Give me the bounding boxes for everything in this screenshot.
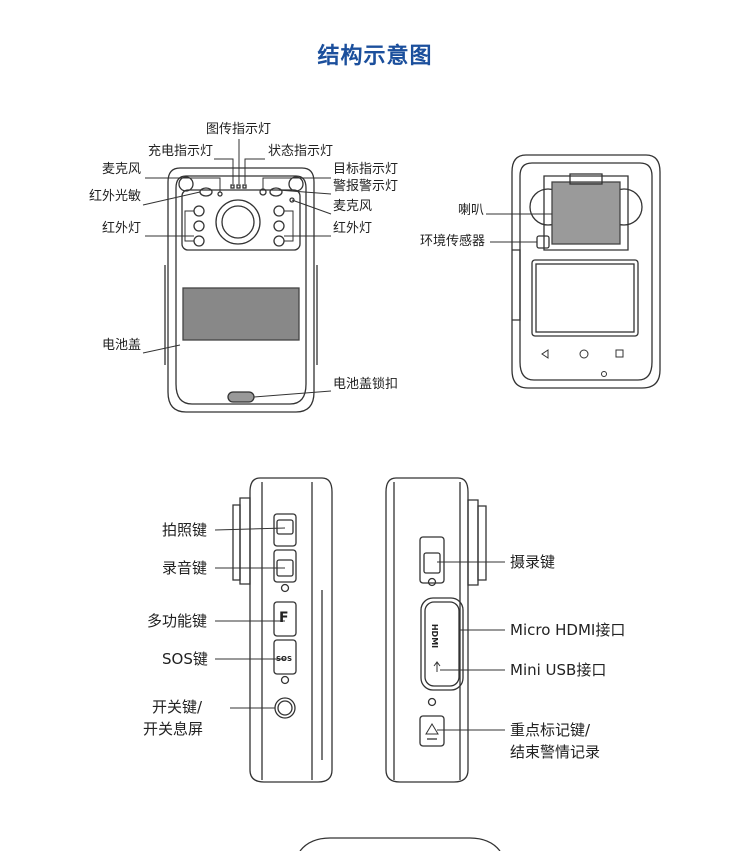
label-target-led: 目标指示灯 — [333, 162, 399, 177]
usb-icon — [433, 661, 441, 672]
partial-device-bottom — [299, 837, 501, 851]
label-env-sensor: 环境传感器 — [420, 234, 486, 249]
lens-icon — [215, 199, 261, 245]
label-multi-key: 多功能键 — [147, 612, 208, 630]
speaker-icon — [551, 181, 621, 245]
right-side-device — [385, 477, 505, 783]
sos-button-mark: SOS — [276, 655, 293, 663]
front-view-device — [142, 139, 332, 413]
label-ir-led-right: 红外灯 — [333, 221, 373, 236]
label-speaker: 喇叭 — [458, 203, 485, 218]
label-power-screen: 开关息屏 — [143, 720, 204, 738]
label-audio-key: 录音键 — [162, 559, 208, 577]
label-alarm-led: 警报警示灯 — [333, 179, 399, 194]
label-usb-port: Mini USB接口 — [510, 661, 607, 679]
label-hdmi-port: Micro HDMI接口 — [510, 621, 626, 639]
label-image-tx-led: 图传指示灯 — [206, 122, 272, 137]
label-power-key: 开关键/ — [152, 698, 203, 716]
hdmi-port-mark: HDMI — [430, 623, 440, 649]
label-mic-right: 麦克风 — [333, 199, 373, 214]
label-status-led: 状态指示灯 — [268, 144, 334, 159]
label-mark-key: 重点标记键/ — [510, 721, 591, 739]
label-ir-led-left: 红外灯 — [102, 221, 142, 236]
label-ir-sensor: 红外光敏 — [89, 189, 142, 204]
label-photo-key: 拍照键 — [162, 521, 208, 539]
label-record-key: 摄录键 — [510, 553, 556, 571]
label-battery-cover: 电池盖 — [102, 338, 142, 353]
label-sos-key: SOS键 — [162, 650, 208, 668]
left-side-device — [214, 477, 333, 783]
speaker-grille — [182, 287, 300, 341]
label-end-record: 结束警情记录 — [510, 743, 601, 761]
multi-function-button-mark: F — [279, 610, 289, 626]
label-mic-left: 麦克风 — [102, 162, 142, 177]
back-view-device — [486, 154, 661, 389]
label-battery-lock: 电池盖锁扣 — [333, 377, 399, 392]
label-charge-led: 充电指示灯 — [148, 144, 214, 159]
page-title: 结构示意图 — [317, 44, 433, 69]
